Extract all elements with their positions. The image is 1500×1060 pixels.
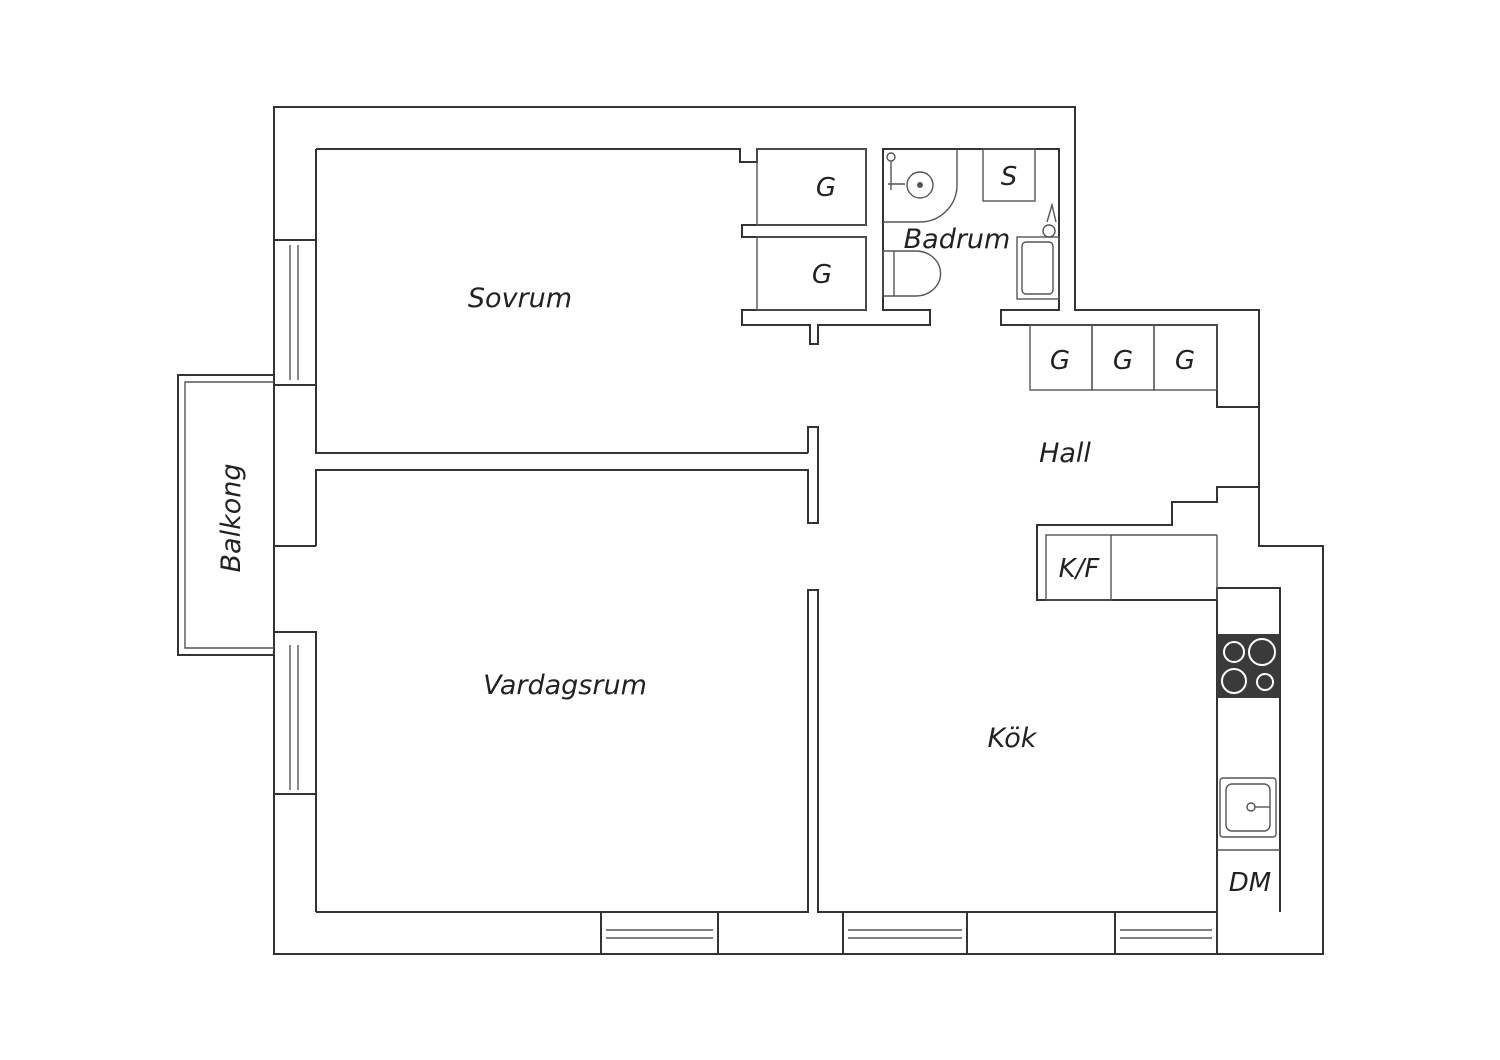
room-label-badrum: Badrum [904,224,1011,255]
fridge-freezer [1045,534,1112,601]
toilet [882,250,942,297]
hall-stepped-wall [1036,486,1258,601]
storage-s [982,148,1036,202]
outer-wall [273,106,1324,955]
closet-label: G [812,260,832,290]
divider-wall [315,426,819,546]
window-bottom-2 [842,911,968,955]
window-sovrum [273,239,317,386]
storage-label: S [1001,162,1018,192]
room-label-balkong: Balkong [216,464,247,573]
closet-g-upper [756,148,867,226]
closet-label: G [1113,346,1133,376]
dishwasher-label: DM [1229,868,1271,898]
room-label-kok: Kök [988,723,1038,754]
hall-closet-3 [1153,324,1218,391]
balcony [177,374,274,656]
closet-label: G [1050,346,1070,376]
window-bottom-1 [600,911,719,955]
room-label-vardagsrum: Vardagsrum [483,670,647,701]
room-label-hall: Hall [1039,438,1091,469]
closet-label: G [1175,346,1195,376]
wash-basin [1016,236,1060,300]
vardagsrum-walls [316,587,1281,913]
room-label-sovrum: Sovrum [468,283,572,314]
sink [1219,777,1277,838]
window-vardagsrum [273,631,317,795]
shower [883,149,958,223]
window-bottom-3 [1114,911,1218,955]
closet-g-lower [756,236,867,311]
closet-label: G [816,173,836,203]
fridge-freezer-label: K/F [1059,554,1101,584]
